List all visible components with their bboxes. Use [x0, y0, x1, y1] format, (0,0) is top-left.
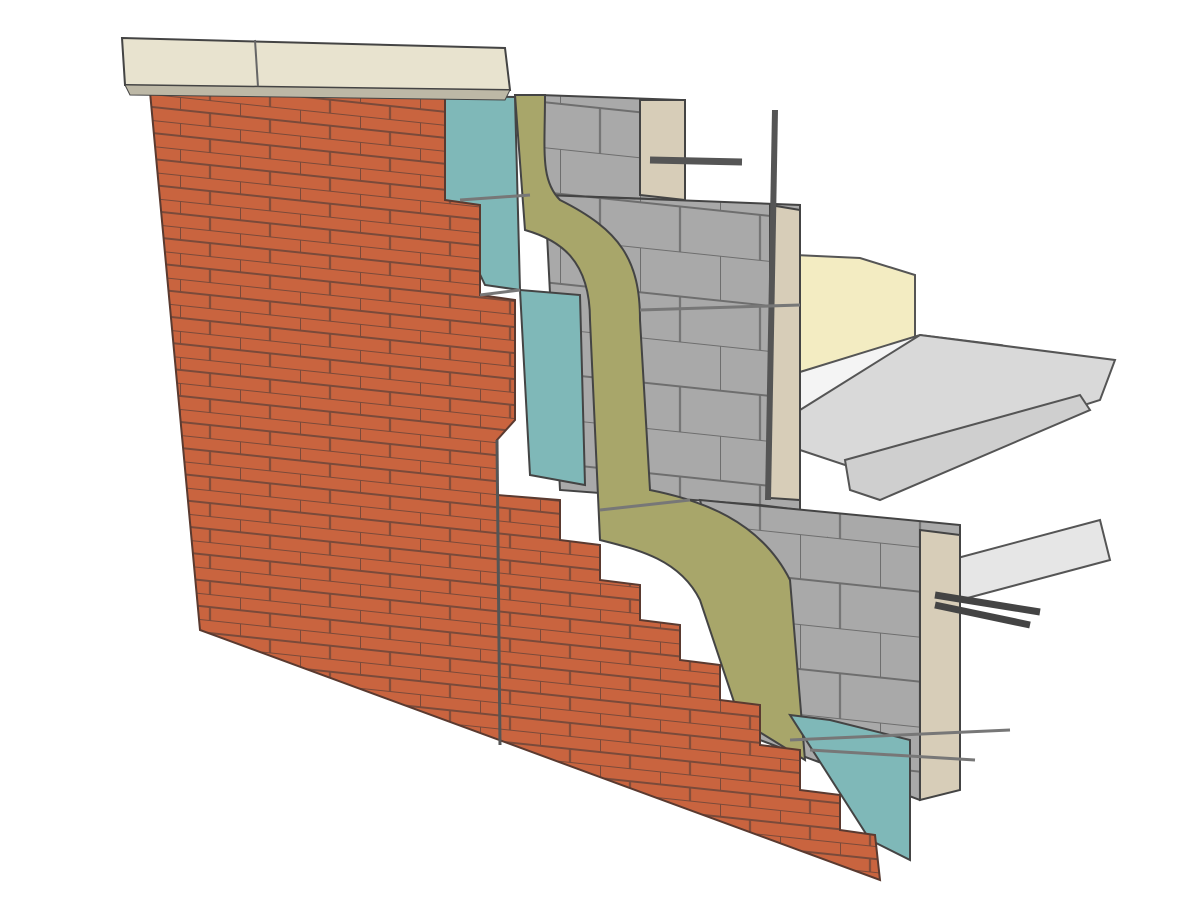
wall-tie-2 [479, 288, 521, 297]
air-barrier-membrane [513, 94, 807, 762]
horizontal-rebar-top [649, 156, 743, 166]
wall-tie-6 [809, 748, 976, 762]
block-cut-face-top [639, 99, 686, 202]
horizontal-rebar-low-2 [934, 601, 1031, 629]
reinforcement [459, 109, 1041, 762]
brick-veneer-wall [148, 90, 882, 882]
wall-tie-4 [599, 498, 691, 512]
coping-stone [120, 36, 512, 101]
horizontal-rebar-low-1 [934, 591, 1041, 616]
wall-tie-1 [459, 193, 531, 202]
movement-joint [495, 439, 502, 746]
steel-beam [843, 393, 1092, 502]
wall-tie-5 [789, 728, 1011, 742]
insulation-board-mid [518, 288, 587, 487]
wall-tie-3 [639, 303, 801, 312]
steel-angle [948, 518, 1112, 602]
